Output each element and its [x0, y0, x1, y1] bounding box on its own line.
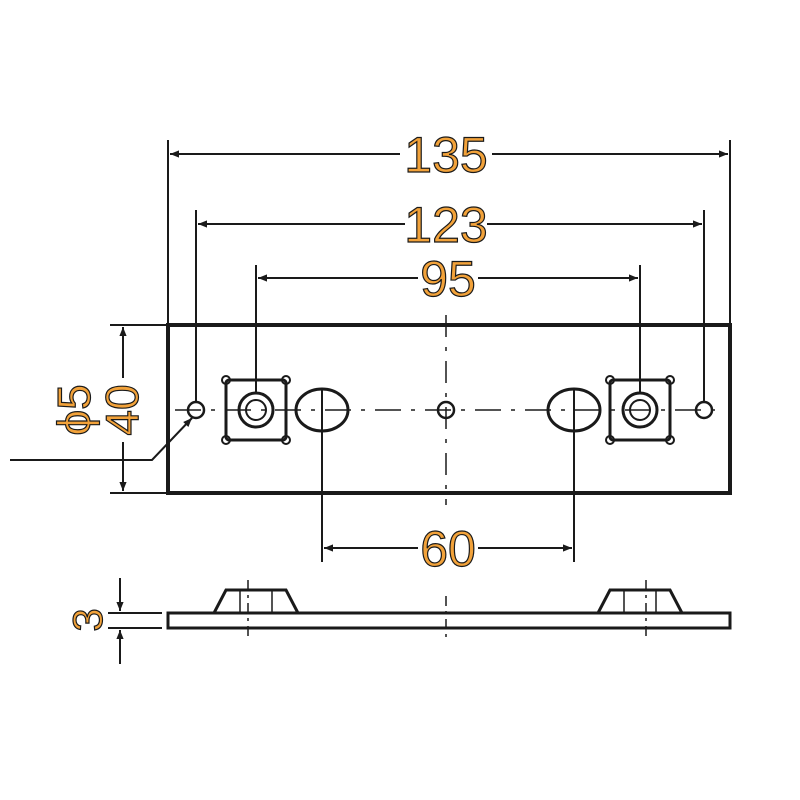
side-view [108, 578, 732, 664]
dim-123-label: 123 [404, 197, 487, 253]
dim-135-label: 135 [404, 127, 487, 183]
dim-60-label: 60 [420, 521, 476, 577]
dimension-labels: 135 123 95 60 40 ϕ5 3 [47, 126, 488, 632]
center-small-hole [436, 400, 456, 420]
left-boss-profile [212, 588, 300, 614]
diameter-leader [10, 417, 193, 461]
dim-3-label: 3 [64, 608, 111, 631]
plate-outline [166, 323, 732, 495]
dim-40-label: 40 [96, 384, 148, 435]
dim-95-label: 95 [420, 251, 476, 307]
dim-phi5-label: ϕ5 [48, 384, 100, 435]
dimension-lines [10, 132, 731, 570]
side-plate [166, 611, 732, 630]
right-boss-profile [596, 588, 684, 614]
plan-view [166, 315, 732, 505]
